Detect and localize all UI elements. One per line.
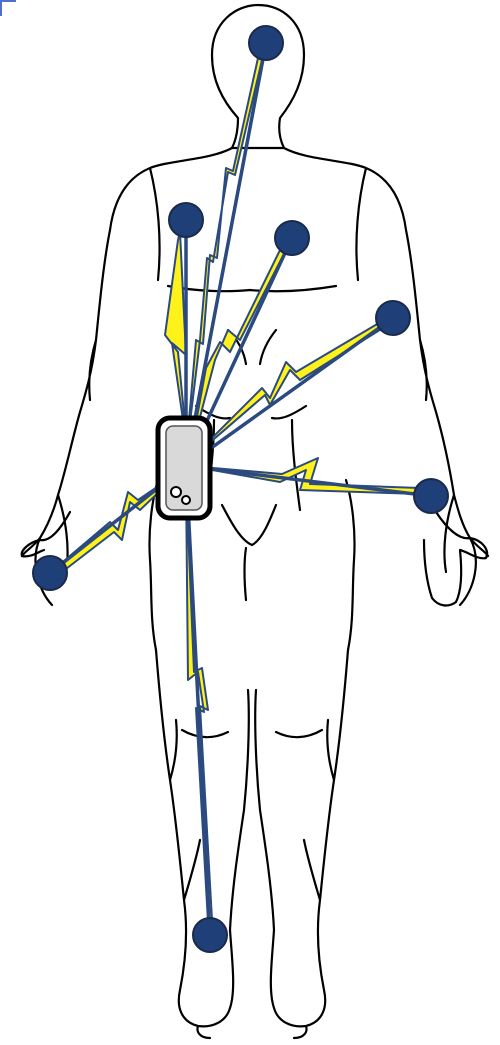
wireless-link-line-left-elbow xyxy=(186,318,393,466)
hub-button-icon xyxy=(182,496,190,504)
right-side-outline xyxy=(284,148,488,605)
sensor-node-icon xyxy=(275,221,309,255)
hub-button-icon xyxy=(171,487,181,497)
knee-details xyxy=(182,730,322,737)
lightning-bolt-icon xyxy=(190,458,420,494)
sensor-node-icon xyxy=(193,918,227,952)
sensor-node-icon xyxy=(33,556,67,590)
sensor-node-icon xyxy=(414,479,448,513)
human-figure-outline xyxy=(22,5,488,1038)
wireless-links xyxy=(50,43,431,935)
sensor-node-icon xyxy=(376,301,410,335)
wearable-controller-icon xyxy=(158,418,210,518)
sensor-node-icon xyxy=(249,26,283,60)
right-hand-outline xyxy=(424,512,487,605)
sensor-node-icon xyxy=(169,203,203,237)
right-leg-outline xyxy=(255,650,348,1038)
corner-mark xyxy=(0,0,16,16)
